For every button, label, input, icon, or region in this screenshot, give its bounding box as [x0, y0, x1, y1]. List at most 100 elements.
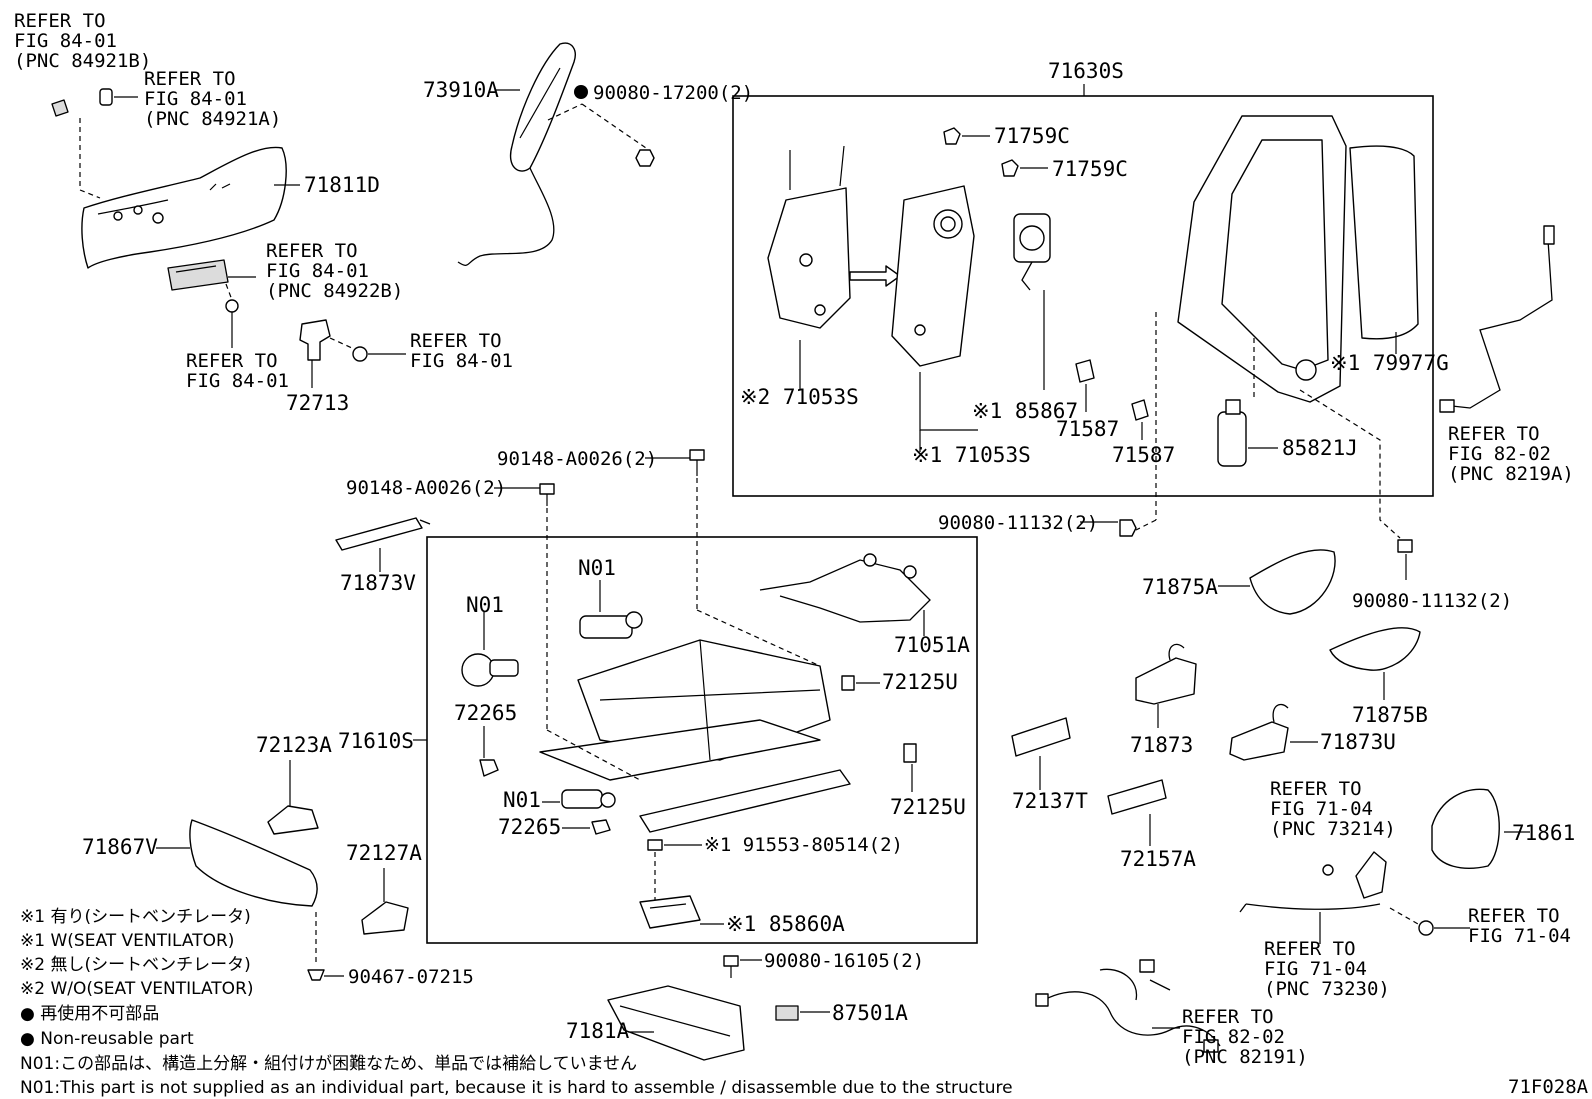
- bracket-71873V: [335, 517, 431, 551]
- part-71759C-b: 71759C: [1052, 157, 1128, 181]
- part-85821J: 85821J: [1282, 436, 1358, 460]
- part-90080-16105: 90080-16105(2): [764, 950, 924, 972]
- refer-fig-82-02-b-line1: REFER TO: [1182, 1006, 1274, 1028]
- switch-84922b-part: [167, 259, 229, 291]
- headrest-71861: [1431, 788, 1500, 869]
- note-nonreusable-en: ● Non-reusable part: [20, 1029, 194, 1049]
- refer-fig-71-04-a-line3: (PNC 73214): [1270, 818, 1396, 840]
- refer-fig-84-01-d-line1: REFER TO: [186, 350, 278, 372]
- cover-72127A: [361, 901, 409, 935]
- part-71861: 71861: [1512, 821, 1575, 845]
- part-71053S-1: ※1 71053S: [912, 443, 1031, 467]
- part-71873U: 71873U: [1320, 730, 1396, 754]
- diagram-code: 71F028A: [1508, 1076, 1589, 1098]
- bracket-71873: [1135, 643, 1197, 705]
- part-72127A: 72127A: [346, 841, 422, 865]
- part-71873: 71873: [1130, 733, 1193, 757]
- clip-72125U-a: [841, 675, 855, 691]
- clip-84921b-part: [51, 99, 69, 117]
- part-71875A: 71875A: [1142, 575, 1218, 599]
- seat-cushion-shield-71811D: [81, 146, 287, 269]
- connector-87501A: [775, 1005, 799, 1021]
- cover-71875A: [1249, 549, 1336, 615]
- part-72713: 72713: [286, 391, 349, 415]
- refer-fig-84-01-b-line2: FIG 84-01: [14, 30, 117, 52]
- screw-84-01-part: [225, 299, 239, 348]
- clip-72265-a: [479, 759, 499, 777]
- bolt-90148-a: [689, 449, 705, 476]
- part-72265-a: 72265: [454, 701, 517, 725]
- cover-71867V: [189, 819, 318, 907]
- part-90148-a: 90148-A0026(2): [497, 448, 657, 470]
- seat-track-frame: [539, 639, 851, 833]
- clip-72265-b: [591, 819, 611, 835]
- refer-fig-71-04-b-line2: FIG 71-04: [1468, 925, 1571, 947]
- refer-fig-71-04-c-line1: REFER TO: [1264, 938, 1356, 960]
- harness-71051A: [759, 553, 931, 623]
- refer-fig-84-01-a-line3: (PNC 84921A): [144, 108, 281, 130]
- cover-72137T: [1011, 717, 1071, 757]
- assembly-frame-71630S: [732, 95, 1434, 497]
- refer-fig-71-04-c-line3: (PNC 73230): [1264, 978, 1390, 1000]
- part-72123A: 72123A: [256, 733, 332, 757]
- part-7181A: 7181A: [566, 1019, 630, 1043]
- bracket-72713-part: [299, 319, 331, 361]
- part-N01-c: N01: [503, 788, 541, 812]
- part-72157A: 72157A: [1120, 847, 1196, 871]
- refer-fig-71-04-a-line2: FIG 71-04: [1270, 798, 1373, 820]
- refer-fig-84-01-a-line1: REFER TO: [144, 68, 236, 90]
- part-N01-a: N01: [466, 593, 504, 617]
- part-85860A: ※1 85860A: [726, 912, 845, 936]
- part-72125U-a: 72125U: [882, 670, 958, 694]
- recliner-71053S-2: [767, 145, 851, 329]
- nonreusable-dot-icon: [574, 85, 588, 99]
- part-71610S: 71610S: [338, 729, 414, 753]
- part-79977G: ※1 79977G: [1330, 351, 1449, 375]
- refer-fig-84-01-c-line1: REFER TO: [266, 240, 358, 262]
- refer-fig-84-01-d-line2: FIG 84-01: [186, 370, 289, 392]
- refer-fig-84-01-b-line1: REFER TO: [14, 10, 106, 32]
- harness-82191: [1035, 959, 1221, 1053]
- bracket-71873U: [1229, 703, 1289, 761]
- part-71053S-2: ※2 71053S: [740, 385, 859, 409]
- refer-fig-71-04-c-line2: FIG 71-04: [1264, 958, 1367, 980]
- note-1-jp: ※1 有り(シートベンチレータ): [20, 907, 251, 927]
- refer-fig-82-02-a-line2: FIG 82-02: [1448, 443, 1551, 465]
- part-72137T: 72137T: [1012, 789, 1088, 813]
- bolt-90080-11132-a: [1119, 519, 1137, 537]
- airbag-73910A: [457, 42, 576, 266]
- note-n01-jp: N01:この部品は、構造上分解・組付けが困難なため、単品では補給していません: [20, 1054, 637, 1074]
- blower-85860A: [639, 895, 701, 929]
- refer-fig-82-02-b-line3: (PNC 82191): [1182, 1046, 1308, 1068]
- part-72265-b: 72265: [498, 815, 561, 839]
- refer-fig-84-01-e-line1: REFER TO: [410, 330, 502, 352]
- refer-fig-82-02-b-line2: FIG 82-02: [1182, 1026, 1285, 1048]
- clip-71759C-b: [1001, 159, 1019, 177]
- refer-fig-84-01-c-line2: FIG 84-01: [266, 260, 369, 282]
- note-1-en: ※1 W(SEAT VENTILATOR): [20, 931, 234, 951]
- refer-fig-84-01-e-line2: FIG 84-01: [410, 350, 513, 372]
- refer-fig-84-01-b-line3: (PNC 84921B): [14, 50, 151, 72]
- bolt-90148-b: [539, 483, 555, 506]
- part-71759C-a: 71759C: [994, 124, 1070, 148]
- seatbelt-73230: [1239, 851, 1387, 913]
- bolt-90080-11132-b: [1397, 539, 1413, 553]
- recliner-71053S-1: [891, 185, 975, 367]
- note-nonreusable-jp: ● 再使用不可部品: [20, 1003, 159, 1024]
- nut-90080-17200-part: [635, 149, 655, 167]
- part-71630S: 71630S: [1048, 59, 1124, 83]
- motor-N01-b: [579, 611, 643, 639]
- part-87501A: 87501A: [832, 1001, 908, 1025]
- bolt-91553-80514: [647, 839, 663, 851]
- clip-71587-a: [1075, 359, 1095, 383]
- part-71873V: 71873V: [340, 571, 416, 595]
- bolt-71-04-part: [1418, 920, 1434, 936]
- wire-harness-8219a: [1439, 225, 1555, 413]
- refer-fig-84-01-a-line2: FIG 84-01: [144, 88, 247, 110]
- note-2-jp: ※2 無し(シートベンチレータ): [20, 955, 251, 975]
- part-71587-b: 71587: [1112, 443, 1175, 467]
- bracket-7181A: [607, 985, 745, 1061]
- motor-N01-c: [561, 789, 616, 809]
- clip-90467-07215: [307, 969, 325, 981]
